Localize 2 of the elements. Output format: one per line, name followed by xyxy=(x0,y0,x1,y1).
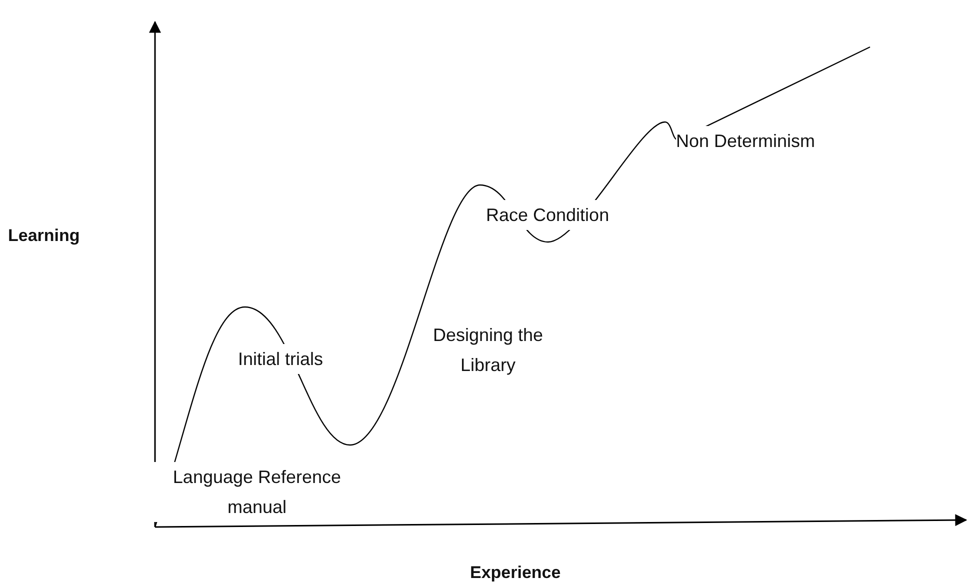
curve-label: Race Condition xyxy=(486,200,610,230)
curve-label: Initial trials xyxy=(238,344,324,374)
